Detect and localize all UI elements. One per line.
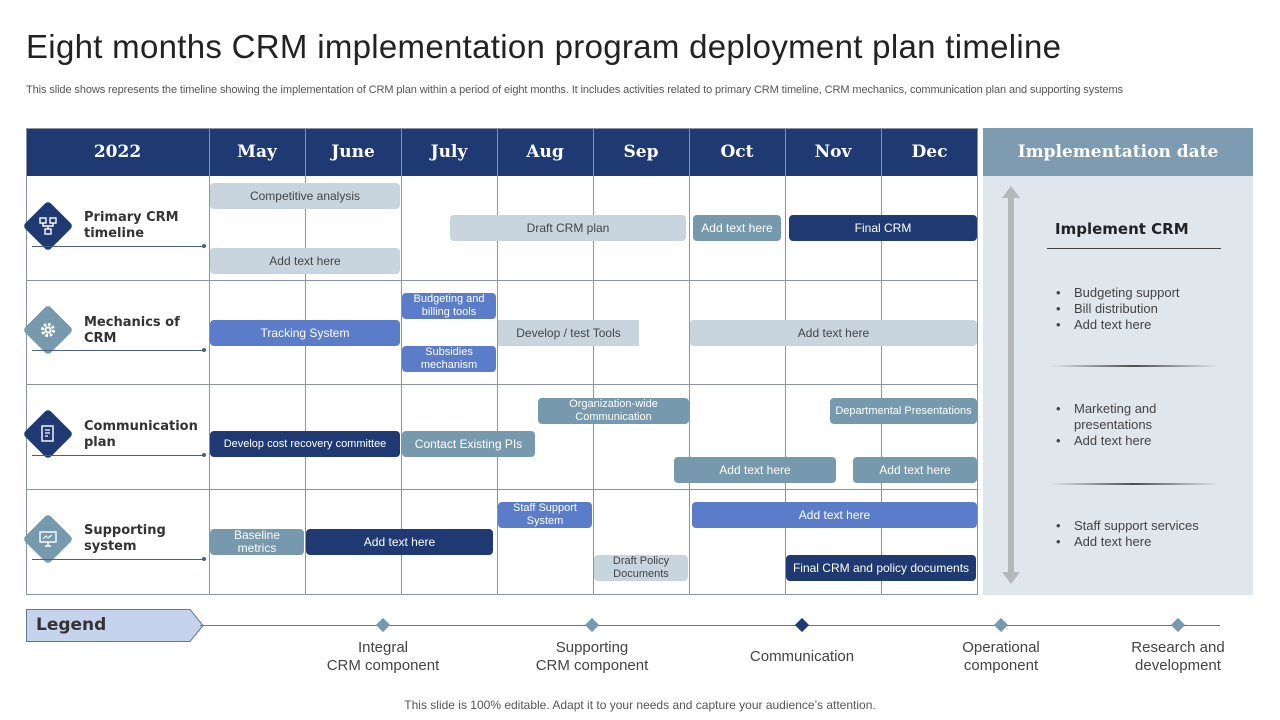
month-header-july: July — [401, 128, 497, 176]
legend-line — [200, 625, 1220, 626]
legend-marker — [1170, 617, 1186, 633]
legend-marker — [993, 617, 1009, 633]
row-label: Mechanics of CRM — [84, 315, 180, 346]
grid-divider — [26, 280, 978, 281]
grid-divider — [26, 384, 978, 385]
legend-item-operational: Operational component — [962, 639, 1040, 674]
task-budgeting-billing-tools: Budgeting and billing tools — [402, 293, 496, 319]
legend-marker — [584, 617, 600, 633]
month-header-oct: Oct — [689, 128, 785, 176]
list-item: Add text here — [1056, 534, 1199, 550]
task-subsidies-mechanism: Subsidies mechanism — [402, 346, 496, 372]
legend-item-research: Research and development — [1131, 639, 1225, 674]
task-add-text: Add text here — [306, 529, 493, 555]
grid-divider — [401, 128, 402, 595]
month-header-dec: Dec — [881, 128, 978, 176]
task-final-crm: Final CRM — [789, 215, 977, 241]
month-header-nov: Nov — [785, 128, 881, 176]
legend-item-communication: Communication — [749, 648, 855, 665]
row-underline — [32, 244, 206, 248]
task-baseline-metrics: Baseline metrics — [210, 529, 304, 555]
legend-marker — [794, 617, 810, 633]
row-header-supporting: Supporting system — [22, 489, 209, 593]
task-contact-existing-pis: Contact Existing PIs — [402, 431, 535, 457]
grid-divider — [785, 128, 786, 595]
grid-divider — [689, 128, 690, 595]
grid-divider — [209, 128, 210, 595]
task-add-text: Add text here — [853, 457, 977, 483]
task-tracking-system: Tracking System — [210, 320, 400, 346]
list-item: Marketing and presentations — [1056, 401, 1196, 433]
month-header-aug: Aug — [497, 128, 593, 176]
implementation-date-header: Implementation date — [983, 128, 1253, 176]
list-item: Staff support services — [1056, 518, 1199, 534]
legend-tag — [26, 609, 204, 642]
month-header-june: June — [305, 128, 401, 176]
document-icon — [22, 408, 74, 460]
task-develop-test-tools: Develop / test Tools — [498, 320, 639, 346]
row-header-communication: Communication plan — [22, 384, 209, 488]
task-add-text: Add text here — [690, 320, 977, 346]
implementation-list: Staff support services Add text here — [1056, 518, 1199, 550]
implementation-list: Budgeting support Bill distribution Add … — [1056, 285, 1180, 333]
task-competitive-analysis: Competitive analysis — [210, 183, 400, 209]
grid-divider — [881, 128, 882, 595]
implement-crm-title: Implement CRM — [1055, 220, 1189, 238]
task-add-text: Add text here — [210, 248, 400, 274]
page-subtitle: This slide shows represents the timeline… — [26, 84, 1123, 96]
row-header-mechanics: Mechanics of CRM — [22, 280, 209, 384]
grid-divider — [305, 128, 306, 595]
task-develop-cost-recovery-committee: Develop cost recovery committee — [210, 431, 400, 457]
list-item: Add text here — [1056, 317, 1180, 333]
task-final-crm-policy-documents: Final CRM and policy documents — [786, 555, 976, 581]
task-departmental-presentations: Departmental Presentations — [830, 398, 977, 424]
legend-label: Legend — [36, 615, 107, 635]
row-underline — [32, 557, 206, 561]
task-add-text: Add text here — [692, 502, 977, 528]
row-header-primary-crm: Primary CRM timeline — [22, 176, 209, 280]
row-underline — [32, 453, 206, 457]
legend-marker — [375, 617, 391, 633]
task-add-text: Add text here — [693, 215, 781, 241]
legend-item-supporting: Supporting CRM component — [535, 639, 649, 674]
list-separator — [1050, 365, 1218, 367]
month-header-may: May — [209, 128, 305, 176]
title-rule — [1047, 248, 1221, 249]
row-label: Primary CRM timeline — [84, 210, 179, 241]
monitor-icon — [22, 513, 74, 565]
list-separator — [1050, 483, 1218, 485]
double-arrow-icon — [1002, 186, 1020, 584]
row-label: Supporting system — [84, 523, 166, 554]
task-organization-wide-communication: Organization-wide Communication — [538, 398, 689, 424]
grid-divider — [593, 128, 594, 595]
task-staff-support-system: Staff Support System — [498, 502, 592, 528]
list-item: Budgeting support — [1056, 285, 1180, 301]
gear-icon — [22, 304, 74, 356]
list-item: Bill distribution — [1056, 301, 1180, 317]
page-title: Eight months CRM implementation program … — [26, 28, 1062, 65]
row-underline — [32, 348, 206, 352]
grid-divider — [26, 489, 978, 490]
row-label: Communication plan — [84, 419, 198, 450]
legend-item-integral: Integral CRM component — [326, 639, 440, 674]
list-item: Add text here — [1056, 433, 1196, 449]
task-add-text: Add text here — [674, 457, 836, 483]
grid-divider — [497, 128, 498, 595]
org-chart-icon — [22, 200, 74, 252]
task-draft-policy-documents: Draft Policy Documents — [594, 555, 688, 581]
footer-note: This slide is 100% editable. Adapt it to… — [404, 698, 876, 712]
year-header: 2022 — [26, 128, 209, 176]
month-header-sep: Sep — [593, 128, 689, 176]
timeline-grid: 2022 May June July Aug Sep Oct Nov Dec P… — [22, 128, 978, 595]
task-draft-crm-plan: Draft CRM plan — [450, 215, 686, 241]
implementation-list: Marketing and presentations Add text her… — [1056, 401, 1196, 449]
